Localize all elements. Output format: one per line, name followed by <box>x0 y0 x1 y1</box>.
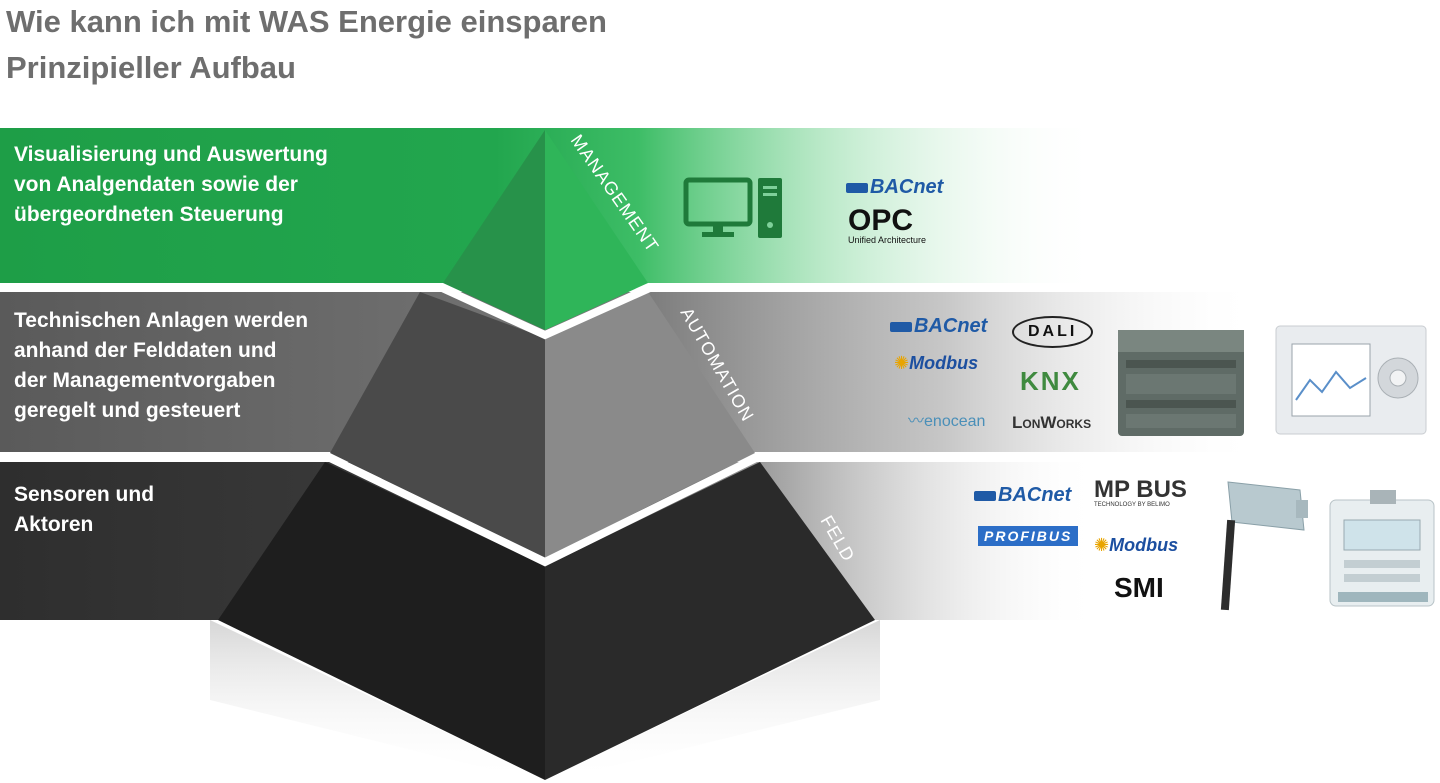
page-title: Wie kann ich mit WAS Energie einsparen <box>6 4 607 39</box>
feld-description: Sensoren und Aktoren <box>14 480 154 540</box>
management-description-line: übergeordneten Steuerung <box>14 203 284 226</box>
modbus-logo-text: Modbus <box>1109 535 1179 555</box>
automation-description-line: geregelt und gesteuert <box>14 399 241 422</box>
enocean-logo: 〰enocean <box>908 414 985 430</box>
automation-description-line: der Managementvorgaben <box>14 369 276 392</box>
automation-description-line: anhand der Felddaten und <box>14 339 277 362</box>
pyramid-feld-left <box>218 462 545 780</box>
feld-description-line: Aktoren <box>14 513 94 536</box>
modbus-logo: ✺Modbus <box>894 354 978 372</box>
automation-description: Technischen Anlagen werden anhand der Fe… <box>14 306 308 426</box>
pyramid-management-right <box>545 130 648 330</box>
bacnet-logo-text: BACnet <box>870 176 944 198</box>
dolphin-icon: 〰 <box>908 413 925 430</box>
desktop-computer-icon <box>683 177 782 238</box>
bacnet-logo: BACnet <box>974 485 1071 505</box>
dali-logo: DALI <box>1012 316 1094 348</box>
pyramid-automation-left <box>330 292 545 558</box>
mpbus-logo-text: MP BUS <box>1094 476 1187 503</box>
mpbus-logo: MP BUS TECHNOLOGY BY BELIMO <box>1094 476 1187 509</box>
pyramid-automation-right <box>545 292 755 558</box>
feld-description-line: Sensoren und <box>14 483 155 506</box>
pyramid-management-left <box>443 130 545 330</box>
opc-logo-text: OPC <box>848 204 914 237</box>
plc-controller-image <box>1118 330 1244 436</box>
opc-logo: OPC Unified Architecture <box>848 206 926 245</box>
enocean-logo-text: enocean <box>924 413 986 430</box>
energy-meter-image <box>1329 490 1435 607</box>
bacnet-mark-icon <box>890 321 912 332</box>
modbus-logo: ✺Modbus <box>1094 536 1178 554</box>
lonworks-logo: LonWorks <box>1012 413 1092 432</box>
pyramid-feld-right <box>545 462 875 780</box>
modbus-sun-icon: ✺ <box>894 353 910 373</box>
management-description-line: Visualisierung und Auswertung <box>14 143 328 166</box>
profibus-logo: PROFIBUS <box>978 526 1079 546</box>
bacnet-logo: BACnet <box>846 177 943 197</box>
management-description: Visualisierung und Auswertung von Analge… <box>14 140 328 230</box>
duct-sensor-image <box>1220 481 1308 611</box>
bacnet-mark-icon <box>974 490 996 501</box>
bacnet-logo-text: BACnet <box>914 315 988 337</box>
knx-logo: KNX <box>1020 366 1081 396</box>
room-controller-display-image <box>1275 325 1427 435</box>
smi-logo: SMI <box>1114 572 1164 603</box>
automation-description-line: Technischen Anlagen werden <box>14 309 309 332</box>
management-description-line: von Analgendaten sowie der <box>14 173 298 196</box>
modbus-sun-icon: ✺ <box>1094 535 1110 555</box>
modbus-logo-text: Modbus <box>909 353 979 373</box>
page-subtitle: Prinzipieller Aufbau <box>6 50 296 85</box>
bacnet-logo: BACnet <box>890 316 987 336</box>
mpbus-logo-subtitle: TECHNOLOGY BY BELIMO <box>1094 502 1170 508</box>
bacnet-mark-icon <box>846 182 868 193</box>
bacnet-logo-text: BACnet <box>998 484 1072 506</box>
opc-logo-subtitle: Unified Architecture <box>848 235 927 245</box>
